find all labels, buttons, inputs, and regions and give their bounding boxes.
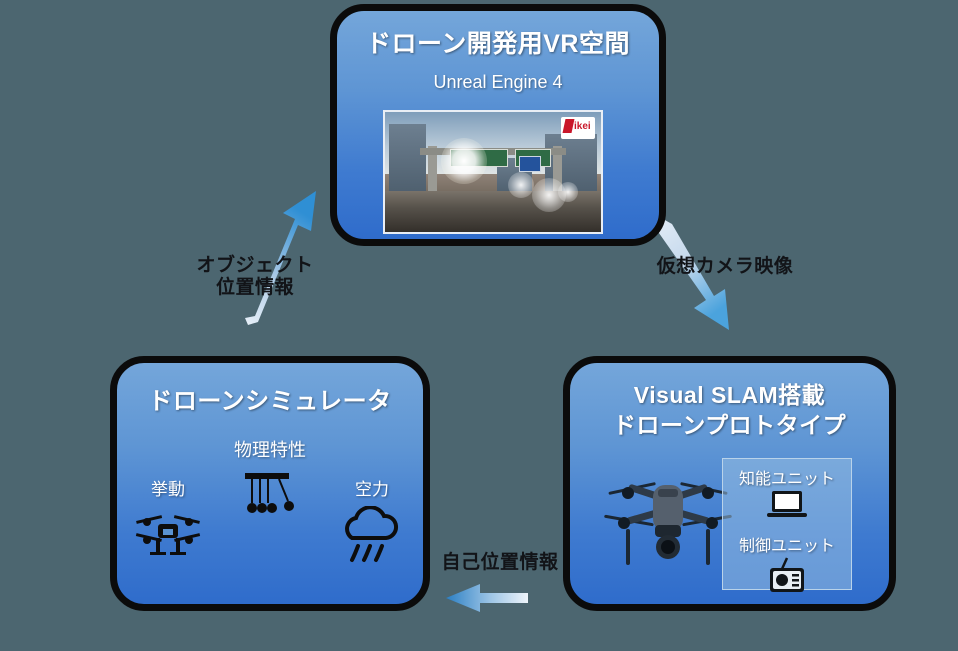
drone-photo [604,482,732,565]
prototype-title-line1: Visual SLAM搭載 [633,382,826,408]
ikei-logo: ikei [561,117,595,139]
prototype-unit-intelligence-label: 知能ユニット [738,471,835,488]
vr-space-title: ドローン開発用VR空間 [366,30,630,58]
thumbnail-gantry-pillar-right [553,145,563,194]
arrow-label-object-line2: 位置情報 [215,276,294,298]
laptop-icon [767,491,807,517]
simulator-feature-row: 挙動 [117,473,423,564]
node-drone-prototype: Visual SLAM搭載 ドローンプロトタイプ [563,356,896,611]
rain-cloud-icon [345,506,399,562]
simulator-feature-physics [220,473,321,527]
drone-icon [135,515,201,555]
vr-space-thumbnail: ikei [383,110,603,234]
arrow-label-object-line1: オブジェクト [196,255,314,276]
simulator-feature-behavior: 挙動 [118,475,219,564]
prototype-title-line2: ドローンプロトタイプ [612,412,847,439]
simulator-feature-aerodynamics-label: 空力 [355,480,389,499]
arrow-label-virtual-camera: 仮想カメラ映像 [656,256,794,277]
thumbnail-lens-flare-3 [557,181,578,202]
prototype-unit-panel: 知能ユニット 制御ユニット [722,458,852,592]
node-vr-space: ドローン開発用VR空間 Unreal Engine 4 ikei [330,4,666,246]
rc-transmitter-icon [770,557,804,592]
node-drone-simulator: ドローンシミュレータ 物理特性 挙動 [110,356,430,611]
vr-space-subtitle: Unreal Engine 4 [433,71,563,92]
ikei-logo-text: ikei [574,121,591,132]
newtons-cradle-icon [245,473,294,513]
thumbnail-lens-flare-1 [508,172,535,198]
ikei-logo-mark [562,119,575,133]
simulator-title: ドローンシミュレータ [148,388,392,415]
thumbnail-building-left [389,124,427,194]
simulator-subtitle: 物理特性 [234,440,306,461]
arrow-label-self-position: 自己位置情報 [441,552,559,573]
arrow-label-object-position: オブジェクト 位置情報 [180,255,330,299]
simulator-feature-aerodynamics: 空力 [322,475,423,564]
thumbnail-gantry-pillar-left [428,145,438,194]
simulator-feature-behavior-label: 挙動 [151,480,185,499]
prototype-unit-control-label: 制御ユニット [738,538,835,555]
thumbnail-sun-glare [441,138,488,185]
thumbnail-road-sign-3 [518,156,541,173]
